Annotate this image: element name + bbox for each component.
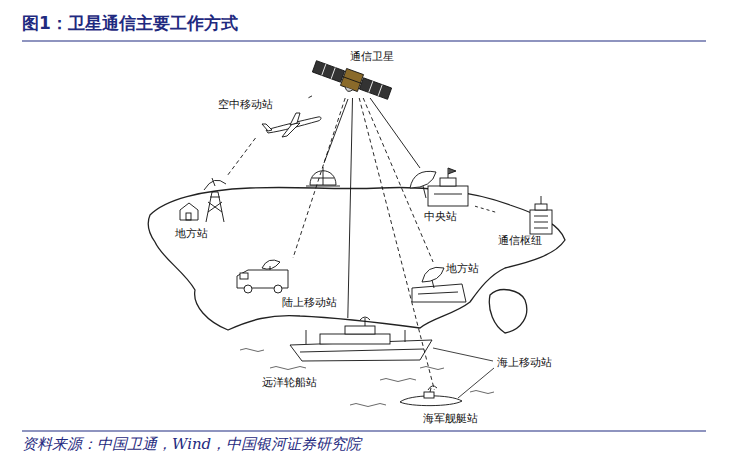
station-node: 空中移动站 bbox=[218, 98, 323, 138]
local-station-left-icon bbox=[180, 178, 226, 222]
station-node: 通信枢纽 bbox=[498, 196, 560, 248]
station-label: 通信枢纽 bbox=[498, 234, 542, 248]
link-line bbox=[348, 98, 353, 318]
link-line bbox=[363, 98, 433, 262]
station-node: 中央站 bbox=[405, 168, 475, 224]
station-node: 海军舰艇站 bbox=[400, 390, 478, 426]
land-vehicle-icon bbox=[237, 260, 288, 293]
airplane-icon bbox=[262, 113, 321, 137]
figure-title: 图1：卫星通信主要工作方式 bbox=[22, 12, 238, 34]
source-caption: 资料来源：中国卫通，Wind，中国银河证券研究院 bbox=[22, 434, 361, 454]
submarine-icon bbox=[400, 386, 462, 406]
link-line bbox=[359, 98, 434, 390]
station-node: 地方站 bbox=[175, 175, 231, 241]
station-label: 陆上移动站 bbox=[282, 296, 337, 310]
station-label: 地方站 bbox=[446, 262, 479, 276]
rules bbox=[22, 41, 706, 431]
station-label: 中央站 bbox=[424, 210, 457, 224]
link-line bbox=[293, 98, 345, 258]
link-line bbox=[475, 206, 498, 213]
island-outline bbox=[148, 187, 565, 333]
station-label: 海军舰艇站 bbox=[423, 412, 478, 426]
station-node: 远洋轮船站 bbox=[262, 318, 432, 390]
callout-label: 海上移动站 bbox=[496, 356, 553, 370]
station-node: 通信卫星 bbox=[312, 50, 394, 98]
link-line bbox=[370, 98, 420, 168]
station-label: 远洋轮船站 bbox=[262, 376, 317, 390]
station-node: 地方站 bbox=[405, 262, 479, 304]
central-station-icon bbox=[410, 168, 468, 206]
communication-hub-icon bbox=[530, 196, 552, 234]
link-line bbox=[228, 138, 256, 175]
leader-lines bbox=[433, 348, 494, 398]
station-label: 地方站 bbox=[175, 227, 208, 241]
extra-link-lines bbox=[324, 99, 348, 163]
dome-station-icon bbox=[306, 167, 340, 186]
station-label: 通信卫星 bbox=[350, 50, 394, 64]
satellite-icon bbox=[310, 58, 392, 105]
station-label: 空中移动站 bbox=[218, 98, 273, 112]
ocean-ship-icon bbox=[290, 317, 432, 361]
station-node: 陆上移动站 bbox=[232, 258, 337, 310]
link-line bbox=[308, 96, 312, 98]
